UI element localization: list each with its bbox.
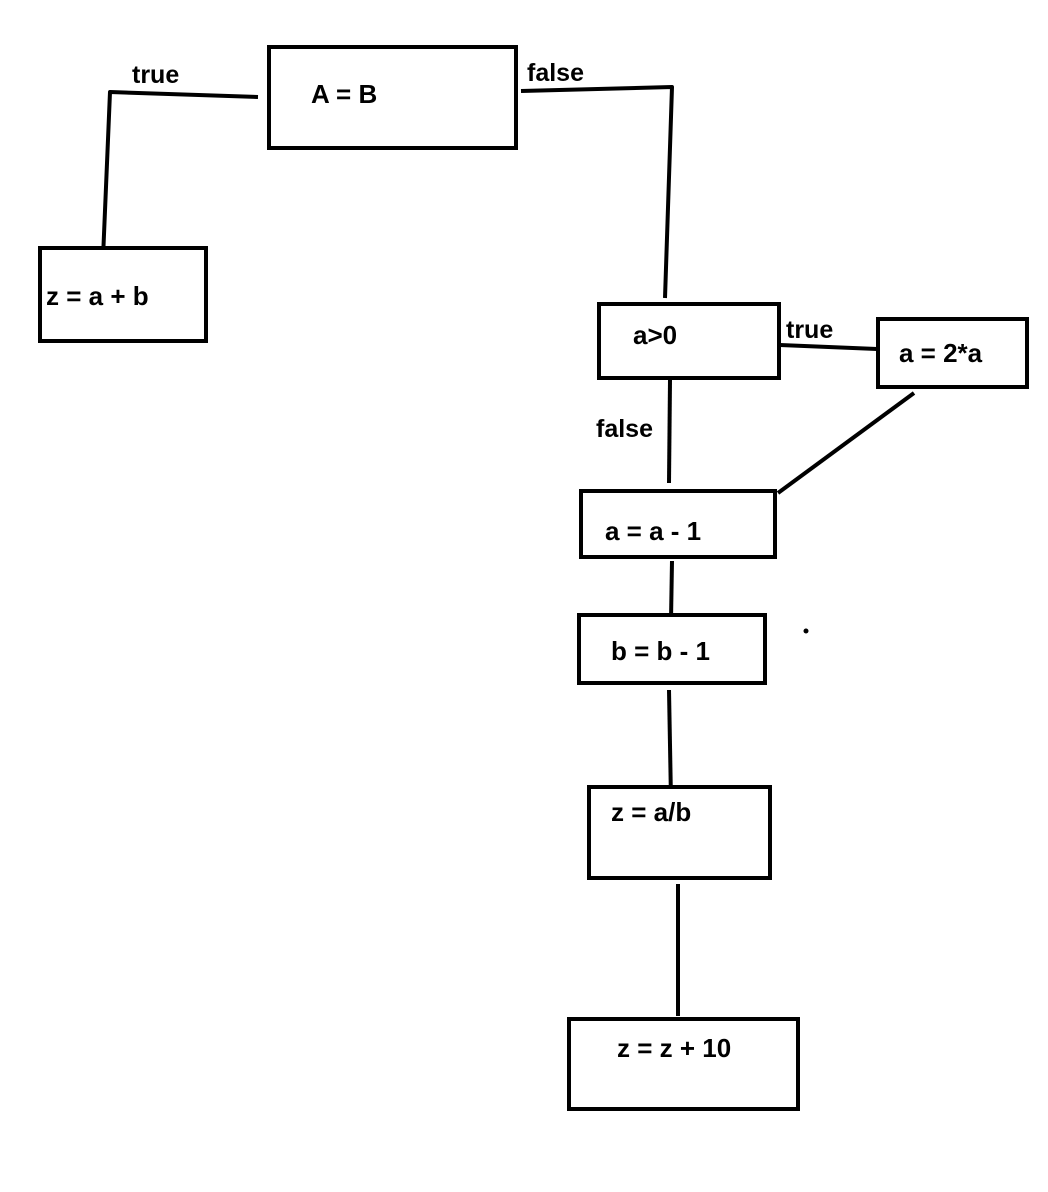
edge-ab-true xyxy=(101,90,259,259)
process-label-z-add-ten: z = z + 10 xyxy=(617,1033,732,1063)
process-label-z-divide: z = a/b xyxy=(611,797,692,827)
decision-node-a-positive xyxy=(597,302,781,380)
decision-label-a-equals-b: A = B xyxy=(311,79,378,109)
edge-adouble-to-adec xyxy=(776,391,916,495)
process-label-z-sum: z = a + b xyxy=(46,281,149,311)
process-node-b-decrement xyxy=(577,613,767,685)
edge-label-apos-false: false xyxy=(596,415,653,443)
edge-label-apos-true: true xyxy=(786,316,834,344)
decision-node-a-equals-b xyxy=(267,45,518,150)
process-node-a-decrement xyxy=(579,489,777,559)
process-label-b-decrement: b = b - 1 xyxy=(611,636,710,666)
process-node-z-sum xyxy=(38,246,208,343)
decision-label-a-positive: a>0 xyxy=(633,320,678,350)
edge-label-ab-false: false xyxy=(527,59,584,87)
edge-apos-true xyxy=(779,343,878,351)
process-label-a-double: a = 2*a xyxy=(899,338,983,368)
stray-dot xyxy=(803,628,809,634)
process-label-a-decrement: a = a - 1 xyxy=(605,516,702,546)
edge-adec-to-bdec xyxy=(669,560,674,621)
process-node-z-divide xyxy=(587,785,772,880)
edge-ab-false xyxy=(520,85,674,299)
edge-label-ab-true: true xyxy=(132,61,180,89)
process-node-z-add-ten xyxy=(567,1017,800,1111)
edge-bdec-to-zdiv xyxy=(667,689,673,801)
edge-apos-false xyxy=(667,379,672,484)
process-node-a-double xyxy=(876,317,1029,389)
